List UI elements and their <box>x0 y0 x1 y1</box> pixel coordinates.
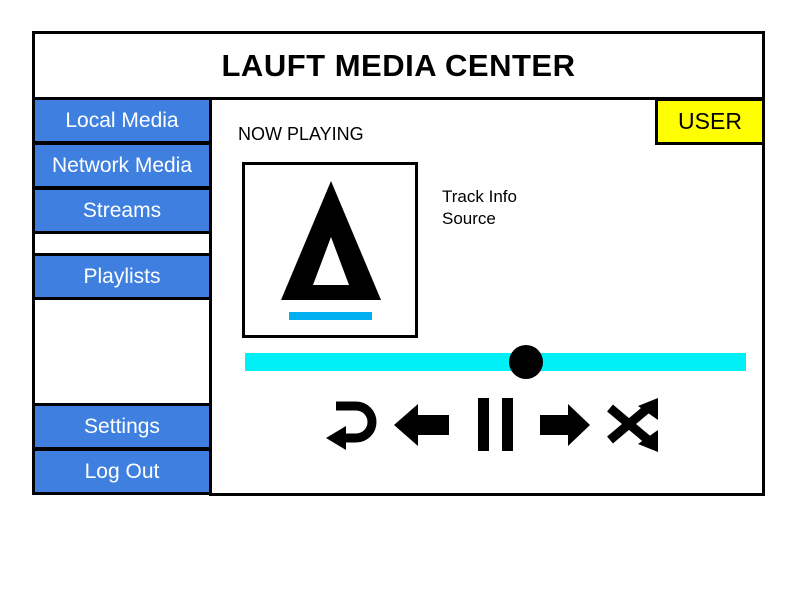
sidebar-item-log-out[interactable]: Log Out <box>32 448 212 495</box>
sidebar-item-label: Local Media <box>65 108 179 132</box>
app-header: LAUFT MEDIA CENTER <box>32 31 765 100</box>
app-title: LAUFT MEDIA CENTER <box>221 47 576 83</box>
sidebar-item-label: Log Out <box>84 459 160 483</box>
sidebar-item-label: Playlists <box>83 264 161 288</box>
sidebar-item-settings[interactable]: Settings <box>32 403 212 450</box>
album-art <box>242 162 418 338</box>
progress-knob[interactable] <box>508 345 543 379</box>
track-info-label: Track Info <box>442 187 517 206</box>
shuffle-button[interactable] <box>604 396 664 454</box>
logo-icon <box>281 181 381 320</box>
track-details: Track Info Source <box>442 186 517 230</box>
pause-icon <box>478 398 513 451</box>
next-button[interactable] <box>538 396 592 454</box>
pause-button[interactable] <box>474 396 518 454</box>
shuffle-icon <box>607 398 658 452</box>
source-label: Source <box>442 209 496 228</box>
previous-button[interactable] <box>392 396 452 454</box>
sidebar-item-label: Network Media <box>51 153 193 177</box>
sidebar-item-network-media[interactable]: Network Media <box>32 142 212 189</box>
now-playing-heading: NOW PLAYING <box>238 124 364 144</box>
user-label: USER <box>678 108 742 134</box>
repeat-button[interactable] <box>322 396 382 454</box>
sidebar-item-label: Streams <box>82 198 162 222</box>
sidebar-item-label: Settings <box>84 414 160 438</box>
progress-bar[interactable] <box>245 345 746 379</box>
sidebar-item-local-media[interactable]: Local Media <box>32 97 212 144</box>
previous-arrow-icon <box>394 404 449 446</box>
sidebar-item-streams[interactable]: Streams <box>32 187 212 234</box>
repeat-icon <box>326 401 377 450</box>
user-button[interactable]: USER <box>655 98 765 145</box>
sidebar-item-playlists[interactable]: Playlists <box>32 253 212 300</box>
next-arrow-icon <box>540 404 590 446</box>
